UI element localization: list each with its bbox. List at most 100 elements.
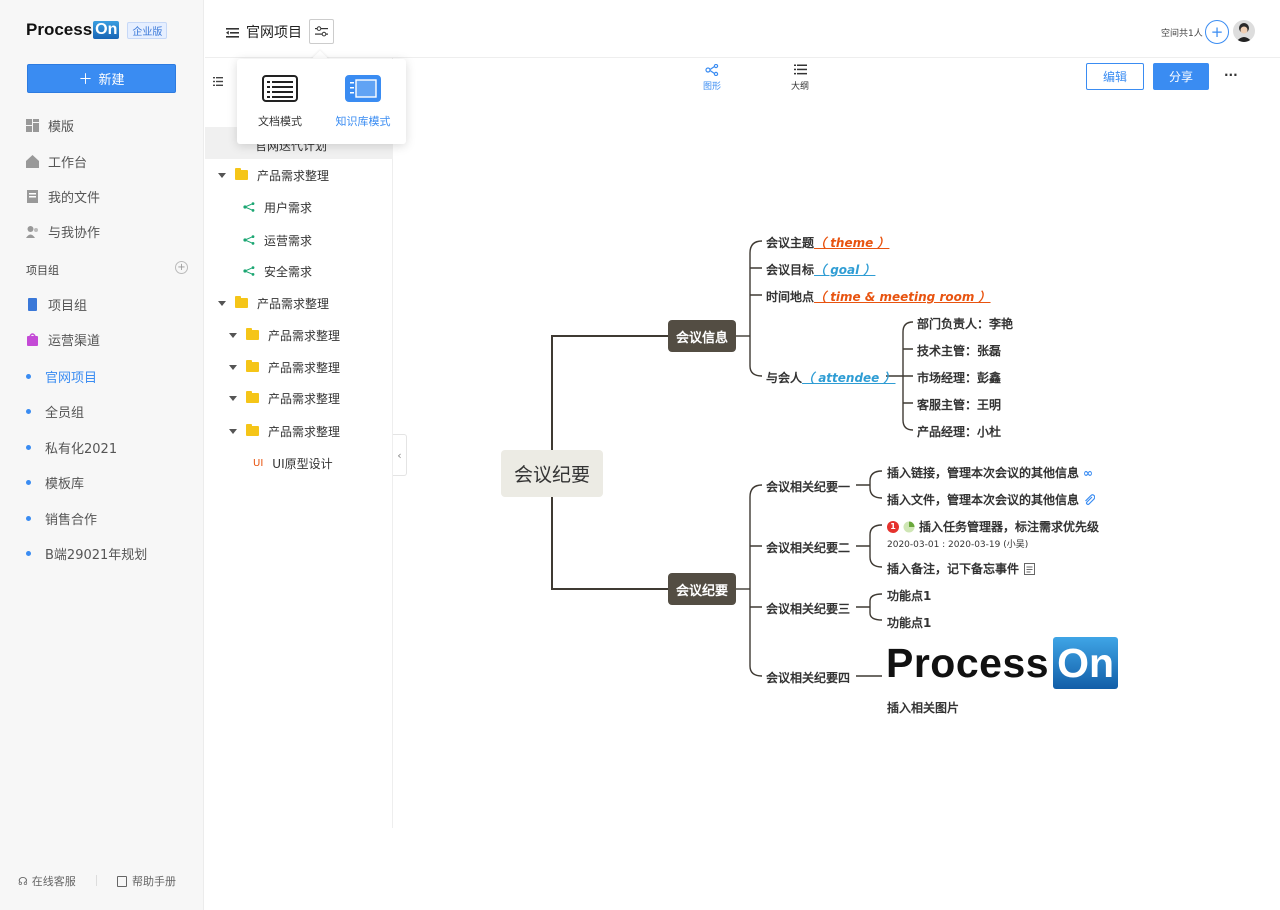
mindmap-node-file[interactable]: 插入文件，管理本次会议的其他信息 [887, 491, 1096, 508]
doc-mode-label: 文档模式 [258, 115, 302, 128]
ui-tag: UI [253, 457, 264, 469]
node-tag: （ theme ） [814, 236, 890, 250]
add-member-button[interactable]: + [1205, 20, 1229, 44]
mindmap-node-info[interactable]: 会议信息 [668, 320, 736, 352]
nav-item-my-files[interactable]: 我的文件 [26, 185, 100, 207]
project-item-private[interactable]: 私有化2021 [26, 437, 117, 457]
mindmap-node-minutes[interactable]: 会议纪要 [668, 573, 736, 605]
mindmap-node-minutes-3[interactable]: 会议相关纪要三 [766, 602, 851, 616]
mindmap-node-time[interactable]: 时间地点（ time & meeting room ） [766, 288, 991, 305]
mindmap-node-theme[interactable]: 会议主题（ theme ） [766, 234, 889, 251]
tree-row[interactable]: 安全需求 [243, 261, 312, 281]
mindmap-node-minutes-1[interactable]: 会议相关纪要一 [766, 480, 851, 494]
node-label: 与会人 [766, 371, 803, 385]
project-item-group[interactable]: 项目组 [26, 294, 87, 314]
project-label: B端29021年规划 [45, 547, 148, 563]
collab-icon [26, 225, 38, 238]
mindmap-node-minutes-4[interactable]: 会议相关纪要四 [766, 671, 851, 685]
mindmap-tab-icon [705, 64, 719, 76]
project-item-b-plan[interactable]: B端29021年规划 [26, 543, 147, 563]
collapse-menu-icon[interactable] [226, 24, 239, 43]
tree-row-label: 产品需求整理 [268, 424, 341, 439]
project-item-all[interactable]: 全员组 [26, 401, 84, 421]
help-manual-link[interactable]: 帮助手册 [117, 873, 176, 889]
tree-row[interactable]: 产品需求整理 [229, 388, 340, 408]
connector-m1 [856, 470, 883, 499]
view-mode-button[interactable] [309, 19, 334, 44]
node-label: 插入文件，管理本次会议的其他信息 [887, 493, 1080, 507]
bullet-dot [26, 479, 31, 485]
mindmap-node-attendee-2[interactable]: 技术主管：张磊 [917, 344, 1002, 358]
project-label: 全员组 [45, 405, 85, 421]
kb-mode-icon [345, 75, 381, 102]
project-item-ops[interactable]: 运营渠道 [26, 329, 100, 349]
tree-row-label: 产品需求整理 [257, 168, 330, 183]
logo[interactable]: Process On 企业版 [26, 20, 168, 40]
mindmap-node-task[interactable]: 1 插入任务管理器，标注需求优先级 [887, 518, 1099, 535]
mindmap-node-attendee-5[interactable]: 产品经理：小杜 [917, 425, 1002, 439]
mindmap-node-image[interactable]: Process On [886, 637, 1118, 689]
connector-info-bracket [749, 240, 763, 377]
bullet-dot [26, 515, 31, 521]
nav-item-templates[interactable]: 模版 [26, 114, 74, 136]
page-title: 官网项目 [246, 25, 302, 41]
mindmap-node-link[interactable]: 插入链接，管理本次会议的其他信息 ∞ [887, 464, 1093, 481]
plus-icon: ＋ [78, 71, 93, 88]
new-button[interactable]: ＋ 新建 [27, 64, 176, 93]
mindmap-node-attendee-1[interactable]: 部门负责人：李艳 [917, 317, 1014, 331]
project-label: 运营渠道 [48, 333, 101, 349]
project-label: 销售合作 [45, 512, 98, 528]
tree-row-label: 安全需求 [264, 264, 313, 279]
connector-root-info [551, 335, 668, 450]
project-item-website[interactable]: 官网项目 [26, 366, 97, 386]
more-icon[interactable]: ··· [1224, 68, 1238, 82]
sidebar: Process On 企业版 ＋ 新建 模版 工作台 我的文件 与我协作 项目组… [0, 0, 204, 910]
paperclip-icon [1085, 493, 1096, 505]
doc-mode-option[interactable]: 文档模式 [250, 75, 310, 129]
collapse-panel-button[interactable]: ‹ [393, 434, 407, 476]
mindmap-root-node[interactable]: 会议纪要 [501, 450, 603, 497]
online-service-link[interactable]: ☊ 在线客服 [18, 873, 76, 889]
connector-minutes-bracket [749, 484, 763, 677]
tree-row[interactable]: 产品需求整理 [229, 325, 340, 345]
mindmap-node-feature-1[interactable]: 功能点1 [887, 589, 932, 603]
tree-row[interactable]: 产品需求整理 [229, 357, 340, 377]
bullet-dot [26, 408, 31, 414]
folder-icon [235, 168, 248, 180]
mindmap-node-goal[interactable]: 会议目标（ goal ） [766, 261, 875, 278]
mindmap-node-attendee[interactable]: 与会人（ attendee ） [766, 369, 896, 386]
mindmap-node-note[interactable]: 插入备注，记下备忘事件 [887, 560, 1036, 577]
tree-row[interactable]: 产品需求整理 [218, 293, 329, 313]
view-mode-popover: 文档模式 知识库模式 [237, 59, 406, 144]
mindmap-node-image-caption[interactable]: 插入相关图片 [887, 701, 960, 715]
tree-row[interactable]: 产品需求整理 [218, 165, 329, 185]
tree-row-label: 用户需求 [264, 200, 313, 215]
caret-down-icon [229, 332, 237, 338]
project-item-template-lib[interactable]: 模板库 [26, 472, 84, 492]
edit-button[interactable]: 编辑 [1086, 63, 1144, 90]
tab-outline[interactable]: 大纲 [791, 64, 809, 92]
mindmap-node-attendee-4[interactable]: 客服主管：王明 [917, 398, 1002, 412]
nav-item-collab[interactable]: 与我协作 [26, 220, 100, 242]
add-group-icon[interactable]: + [175, 261, 188, 274]
connector-m2 [856, 524, 883, 568]
tree-row[interactable]: 产品需求整理 [229, 421, 340, 441]
tree-row[interactable]: 用户需求 [243, 197, 312, 217]
node-label: 会议目标 [766, 263, 815, 277]
kb-mode-option[interactable]: 知识库模式 [333, 75, 393, 129]
mindmap-node-feature-2[interactable]: 功能点1 [887, 616, 932, 630]
tree-row-label: 产品需求整理 [257, 296, 330, 311]
avatar[interactable] [1233, 20, 1255, 42]
mindmap-node-attendee-3[interactable]: 市场经理：彭鑫 [917, 371, 1002, 385]
caret-down-icon [218, 172, 226, 178]
mindmap-node-minutes-2[interactable]: 会议相关纪要二 [766, 541, 851, 555]
tab-graph[interactable]: 图形 [703, 64, 721, 92]
share-button[interactable]: 分享 [1153, 63, 1209, 90]
project-item-sales[interactable]: 销售合作 [26, 508, 97, 528]
tree-row[interactable]: 运营需求 [243, 230, 312, 250]
nav-item-workbench[interactable]: 工作台 [26, 150, 87, 172]
top-bar: 官网项目 空间共1人 + [205, 0, 1280, 58]
list-icon[interactable] [213, 71, 223, 90]
logo-on: On [93, 21, 120, 39]
